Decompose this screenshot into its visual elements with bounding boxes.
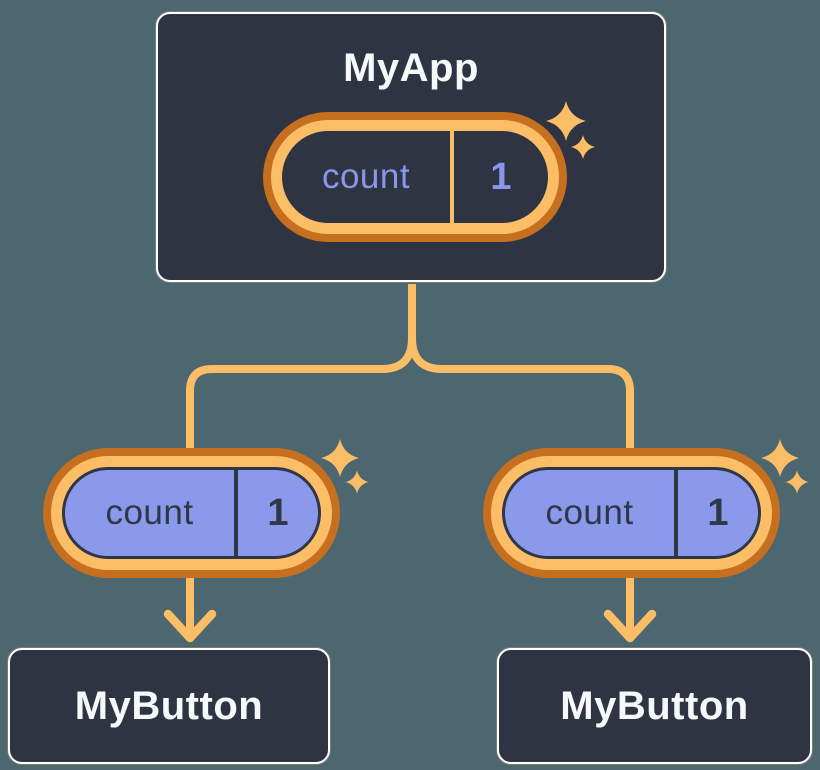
sparkle-icon [321, 439, 359, 477]
state-pill-ring: count 1 [271, 120, 559, 234]
prop-pill-right: count 1 [483, 448, 780, 578]
prop-name: count [105, 493, 194, 532]
component-title: MyApp [343, 46, 479, 90]
component-title: MyButton [560, 683, 749, 728]
sparkle-icon [785, 470, 809, 494]
state-name: count [321, 157, 411, 196]
component-node-mybutton-right: MyButton [497, 648, 812, 764]
arrow-down-icon [163, 609, 217, 643]
component-title: MyButton [74, 683, 264, 728]
state-pill-core: count 1 [282, 131, 548, 223]
prop-value: 1 [707, 491, 729, 534]
prop-pill-ring: count 1 [51, 456, 332, 570]
component-node-mybutton-left: MyButton [8, 648, 330, 764]
prop-pill-left: count 1 [43, 448, 340, 578]
state-pill-root: count 1 [263, 112, 567, 242]
arrow-down-icon [603, 609, 657, 643]
state-value: 1 [490, 155, 512, 198]
pill-divider [674, 470, 678, 556]
sparkle-icon [761, 439, 799, 477]
prop-pill-core: count 1 [62, 467, 321, 559]
pill-divider [450, 131, 454, 223]
prop-name: count [545, 493, 634, 532]
prop-pill-ring: count 1 [491, 456, 772, 570]
prop-pill-core: count 1 [502, 467, 761, 559]
prop-value: 1 [267, 491, 289, 534]
sparkle-icon [345, 470, 369, 494]
